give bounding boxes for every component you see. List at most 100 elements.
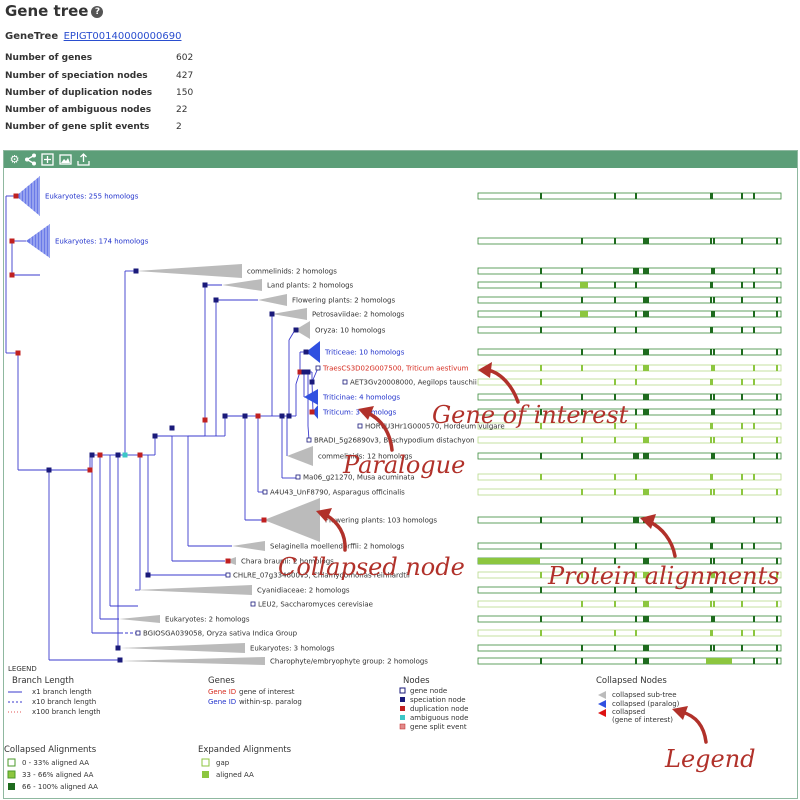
tree-leaf-label[interactable]: commelinids: 12 homologs xyxy=(318,453,413,461)
collapsed-node-triangle[interactable] xyxy=(16,176,40,216)
collapsed-node-triangle[interactable] xyxy=(312,405,318,419)
tree-node[interactable] xyxy=(115,452,121,458)
gene-tree-id-link[interactable]: EPIGT00140000000690 xyxy=(63,31,182,42)
tree-node[interactable] xyxy=(309,409,315,415)
tree-leaf-label[interactable]: Eukaryotes: 3 homologs xyxy=(250,645,335,653)
tree-leaf-label[interactable]: CHLRE_07g334600v5, Chlamydomonas reinhar… xyxy=(233,572,410,580)
collapsed-node-triangle[interactable] xyxy=(136,264,242,278)
tree-node[interactable] xyxy=(303,349,309,355)
tree-node[interactable] xyxy=(255,413,261,419)
tree-node[interactable] xyxy=(225,558,231,564)
tree-leaf-label[interactable]: Eukaryotes: 174 homologs xyxy=(55,238,149,246)
gear-icon[interactable]: ⚙ xyxy=(9,153,20,166)
resize-icon[interactable] xyxy=(41,153,54,166)
collapsed-node-triangle[interactable] xyxy=(306,341,320,363)
collapsed-node-triangle[interactable] xyxy=(258,294,287,306)
tree-leaf-label[interactable]: Selaginella moellendorffii: 2 homologs xyxy=(270,543,405,551)
collapsed-node-triangle[interactable] xyxy=(304,389,318,405)
tree-node[interactable] xyxy=(309,379,315,385)
tree-node[interactable] xyxy=(122,452,128,458)
tree-node[interactable] xyxy=(293,327,299,333)
tree-node[interactable] xyxy=(145,572,151,578)
collapsed-node-triangle[interactable] xyxy=(287,446,313,466)
tree-node[interactable] xyxy=(97,452,103,458)
tree-node[interactable] xyxy=(213,297,219,303)
tree-leaf-label[interactable]: BGIOSGA039058, Oryza sativa Indica Group xyxy=(143,630,298,638)
tree-leaf-label[interactable]: commelinids: 2 homologs xyxy=(247,268,337,276)
tree-node[interactable] xyxy=(305,369,311,375)
help-icon[interactable]: ? xyxy=(91,5,104,18)
tree-leaf-label[interactable]: Petrosaviidae: 2 homologs xyxy=(312,311,405,319)
collapsed-node-triangle[interactable] xyxy=(272,308,307,320)
tree-node[interactable] xyxy=(169,425,175,431)
gene-node[interactable] xyxy=(357,423,363,429)
tree-node[interactable] xyxy=(137,452,143,458)
collapsed-node-triangle[interactable] xyxy=(120,657,265,665)
aligned-aa-swatch xyxy=(202,771,209,778)
tree-leaf-label[interactable]: Flowering plants: 2 homologs xyxy=(292,297,395,305)
tree-leaf-label[interactable]: Land plants: 2 homologs xyxy=(267,282,354,290)
tree-node[interactable] xyxy=(89,452,95,458)
gene-node[interactable] xyxy=(315,365,321,371)
tree-node[interactable] xyxy=(222,413,228,419)
tree-node[interactable] xyxy=(297,369,303,375)
collapsed-node-triangle[interactable] xyxy=(264,498,320,542)
collapsed-node-triangle[interactable] xyxy=(120,643,245,653)
aligned-block xyxy=(713,601,715,607)
tree-leaf-label[interactable]: Triticeae: 10 homologs xyxy=(324,349,405,357)
tree-leaf-label[interactable]: Charophyte/embryophyte group: 2 homologs xyxy=(270,658,428,666)
tree-node[interactable] xyxy=(46,467,52,473)
tree-leaf-label[interactable]: A4U43_UnF8790, Asparagus officinalis xyxy=(270,489,405,497)
tree-leaf-label[interactable]: Chara braunii: 2 homologs xyxy=(241,558,334,566)
gene-of-interest-label[interactable]: TraesCS3D02G007500, Triticum aestivum xyxy=(322,365,469,373)
tree-node[interactable] xyxy=(202,282,208,288)
tree-leaf-label[interactable]: Triticum: 3 homologs xyxy=(322,409,397,417)
tree-leaf-label[interactable]: AET3Gv20008000, Aegilops tauschii xyxy=(350,379,477,387)
collapsed-node-triangle[interactable] xyxy=(119,615,160,623)
tree-node[interactable] xyxy=(286,413,292,419)
tree-node[interactable] xyxy=(13,193,19,199)
collapsed-node-triangle[interactable] xyxy=(222,279,262,291)
tree-leaf-label[interactable]: Flowering plants: 103 homologs xyxy=(325,517,437,525)
tree-leaf-label[interactable]: Eukaryotes: 2 homologs xyxy=(165,616,250,624)
tree-leaf-label[interactable]: Cyanidiaceae: 2 homologs xyxy=(257,587,350,595)
collapsed-node-triangle[interactable] xyxy=(232,541,265,551)
tree-node[interactable] xyxy=(301,369,307,375)
tree-node[interactable] xyxy=(269,311,275,317)
tree-node[interactable] xyxy=(117,657,123,663)
tree-leaf-label[interactable]: LEU2, Saccharomyces cerevisiae xyxy=(258,601,373,609)
alignment-row xyxy=(477,488,782,496)
gene-node[interactable] xyxy=(262,489,268,495)
tree-node[interactable] xyxy=(202,417,208,423)
gene-node[interactable] xyxy=(225,572,231,578)
tree-node[interactable] xyxy=(261,517,267,523)
tree-node[interactable] xyxy=(242,413,248,419)
collapsed-node-triangle[interactable] xyxy=(135,585,252,595)
aligned-block xyxy=(614,379,616,385)
gene-node[interactable] xyxy=(135,630,141,636)
tree-leaf-label[interactable]: Eukaryotes: 255 homologs xyxy=(45,193,139,201)
gene-node[interactable] xyxy=(342,379,348,385)
tree-leaf-label[interactable]: Triticinae: 4 homologs xyxy=(322,394,400,402)
aligned-block xyxy=(635,630,637,636)
collapsed-node-triangle[interactable] xyxy=(295,321,310,339)
tree-node[interactable] xyxy=(133,268,139,274)
tree-node[interactable] xyxy=(152,433,158,439)
tree-node[interactable] xyxy=(9,238,15,244)
tree-node[interactable] xyxy=(15,350,21,356)
tree-node[interactable] xyxy=(87,467,93,473)
image-icon[interactable] xyxy=(59,153,72,166)
tree-leaf-label[interactable]: BRADI_5g26890v3, Brachypodium distachyon xyxy=(314,437,475,445)
gene-node[interactable] xyxy=(306,437,312,443)
tree-leaf-label[interactable]: Ma06_g21270, Musa acuminata xyxy=(303,474,415,482)
export-icon[interactable] xyxy=(77,153,90,166)
tree-node[interactable] xyxy=(115,645,121,651)
tree-leaf-label[interactable]: Oryza: 10 homologs xyxy=(315,327,386,335)
gene-node[interactable] xyxy=(250,601,256,607)
share-icon[interactable] xyxy=(24,153,37,166)
tree-leaf-label[interactable]: HORVU3Hr1G000570, Hordeum vulgare xyxy=(365,423,505,431)
tree-node[interactable] xyxy=(279,413,285,419)
gene-node[interactable] xyxy=(295,474,301,480)
collapsed-node-triangle[interactable] xyxy=(26,224,50,258)
tree-node[interactable] xyxy=(9,272,15,278)
